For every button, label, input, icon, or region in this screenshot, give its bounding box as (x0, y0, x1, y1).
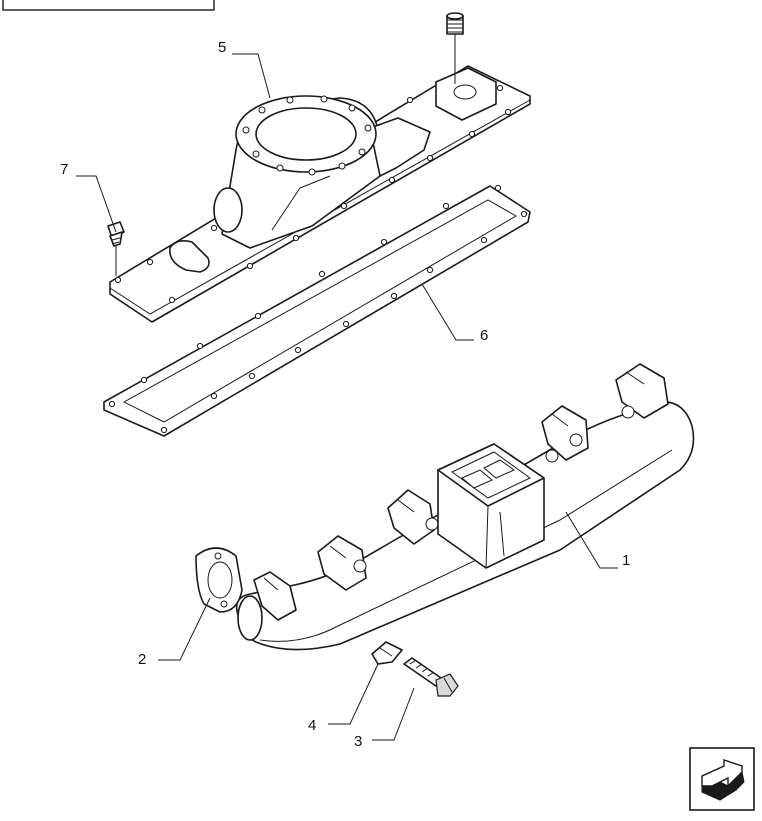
manifold-ports (253, 363, 669, 621)
sensor-plug (446, 12, 464, 84)
callout-5: 5 (218, 39, 226, 56)
callout-labels: 1 2 3 4 5 6 7 (60, 39, 630, 750)
callout-2: 2 (138, 651, 146, 668)
part-7-bolt (107, 221, 125, 276)
title-box (2, 0, 215, 11)
part-4-clip (371, 641, 403, 665)
callout-6: 6 (480, 327, 488, 344)
callout-3: 3 (354, 733, 362, 750)
part-5-housing (109, 65, 531, 323)
next-page-arrow-icon (700, 759, 745, 801)
part-6-gasket (103, 184, 531, 437)
leader-lines (76, 53, 618, 741)
part-1-exhaust-manifold (235, 363, 695, 651)
next-page-button[interactable] (689, 747, 755, 811)
callout-7: 7 (60, 161, 68, 178)
part-3-bolt (403, 657, 459, 697)
callout-1: 1 (622, 552, 630, 569)
part-2-flange-gasket (195, 547, 243, 613)
callout-4: 4 (308, 717, 316, 734)
